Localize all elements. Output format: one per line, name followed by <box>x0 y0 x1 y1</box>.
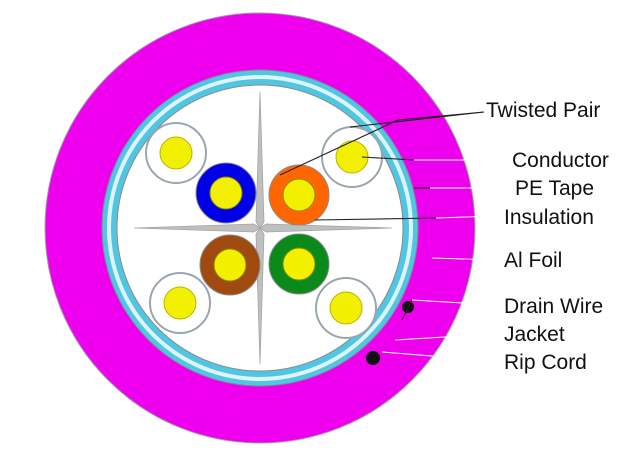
rip-cord <box>366 351 380 365</box>
label-drain-wire: Drain Wire <box>504 295 604 318</box>
white-insulated-conductor-top-right <box>321 126 383 188</box>
leader-insulation <box>314 217 437 221</box>
white-insulated-conductor-bottom-left <box>149 272 211 334</box>
white-insulated-conductor-bottom-right <box>315 277 377 339</box>
blue-insulated-conductor <box>195 162 257 224</box>
label-twisted-pair: Twisted Pair <box>486 99 601 122</box>
leader-rip-cord <box>381 351 495 362</box>
green-insulated-conductor <box>268 233 330 295</box>
label-conductor: Conductor <box>512 149 609 172</box>
label-jacket: Jacket <box>504 323 565 346</box>
leader-twisted-pair-b <box>349 111 485 128</box>
leader-jacket <box>394 333 495 341</box>
leader-al-foil <box>431 257 495 261</box>
leader-insulation-outer <box>435 215 497 219</box>
label-insulation: Insulation <box>504 206 594 229</box>
leader-conductor <box>361 156 415 161</box>
white-insulated-conductor-top-left <box>145 122 207 184</box>
brown-insulated-conductor <box>199 234 261 296</box>
label-pe-tape: PE Tape <box>515 177 595 200</box>
label-rip-cord: Rip Cord <box>504 351 587 374</box>
label-al-foil: Al Foil <box>504 249 563 272</box>
orange-insulated-conductor <box>268 164 330 226</box>
leader-drain-wire-outer <box>411 299 497 306</box>
leader-drain-wire <box>401 299 413 321</box>
